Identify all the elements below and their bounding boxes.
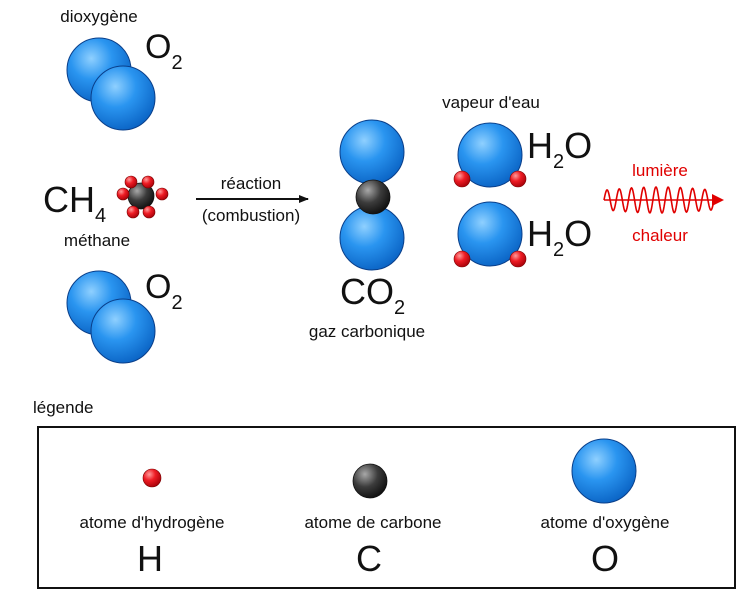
heat-label: chaleur <box>632 226 688 245</box>
legend-hydrogen-symbol: H <box>137 538 163 579</box>
h2o-molecule-top <box>453 122 527 188</box>
legend-carbon-name: atome de carbone <box>304 513 441 532</box>
ch4-formula: CH4 <box>43 179 106 227</box>
co2-molecule <box>339 119 405 271</box>
combustion-label: (combustion) <box>202 206 300 225</box>
co2-formula: CO2 <box>340 271 405 319</box>
h2o-molecule-bottom <box>453 201 527 268</box>
legend-carbon-atom <box>352 463 388 499</box>
reaction-label: réaction <box>221 174 281 193</box>
energy-wave <box>603 185 715 215</box>
water-vapor-label: vapeur d'eau <box>442 93 540 112</box>
o2-formula-top: O2 <box>145 28 183 74</box>
light-label: lumière <box>632 161 688 180</box>
methane-label: méthane <box>64 231 130 250</box>
h2o-formula-bottom: H2O <box>527 213 592 261</box>
energy-arrowhead <box>712 194 724 206</box>
co2-name-label: gaz carbonique <box>309 322 425 341</box>
legend-carbon-symbol: C <box>356 538 382 579</box>
o2-formula-bottom: O2 <box>145 268 183 314</box>
legend-hydrogen-name: atome d'hydrogène <box>79 513 224 532</box>
legend-hydrogen-atom <box>142 468 162 488</box>
legend-oxygen-name: atome d'oxygène <box>541 513 670 532</box>
methane-molecule <box>116 175 169 219</box>
h2o-formula-top: H2O <box>527 125 592 173</box>
legend-oxygen-symbol: O <box>591 538 619 579</box>
dioxygen-label: dioxygène <box>60 7 138 26</box>
legend-box <box>37 426 736 589</box>
o2-molecule-top <box>66 37 156 131</box>
legend-oxygen-atom <box>571 438 637 504</box>
legend-title: légende <box>33 398 94 417</box>
o2-molecule-bottom <box>66 270 156 364</box>
